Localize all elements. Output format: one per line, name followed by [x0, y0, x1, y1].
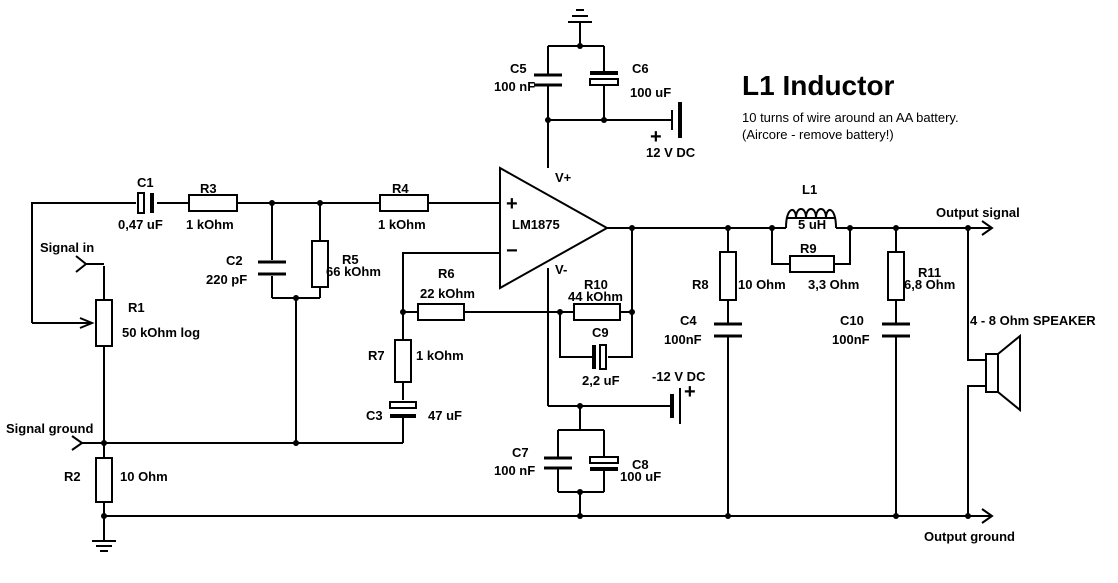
resistor-r7 [394, 339, 412, 383]
label-r1: R1 [128, 300, 145, 315]
label-l1: L1 [802, 182, 817, 197]
label-r9: R9 [800, 241, 817, 256]
label-neg12v: -12 V DC [652, 369, 706, 384]
capacitor-c1 [137, 192, 154, 214]
label-c2: C2 [226, 253, 243, 268]
label-r7: R7 [368, 348, 385, 363]
capacitor-c9 [592, 344, 607, 370]
speaker-icon [985, 333, 1021, 413]
capacitor-c5 [534, 73, 562, 87]
potentiometer-r1 [79, 299, 113, 347]
value-r1: 50 kOhm log [122, 325, 200, 340]
value-r2: 10 Ohm [120, 469, 168, 484]
resistor-r6 [417, 303, 465, 321]
label-r6: R6 [438, 266, 455, 281]
battery-pos-plus: + [650, 126, 662, 148]
battery-negative [670, 388, 681, 424]
value-r9: 3,3 Ohm [808, 277, 859, 292]
capacitor-c2 [258, 260, 286, 276]
value-r3: 1 kOhm [186, 217, 234, 232]
capacitor-c10 [882, 322, 910, 338]
capacitor-c4 [714, 322, 742, 338]
capacitor-c6 [589, 71, 619, 86]
label-r11: R11 [918, 265, 941, 280]
label-output-ground: Output ground [924, 529, 1015, 544]
value-c6: 100 uF [630, 85, 671, 100]
value-r7: 1 kOhm [416, 348, 464, 363]
label-12v: 12 V DC [646, 145, 696, 160]
ground-symbol-left [92, 540, 116, 552]
value-c4: 100nF [664, 332, 702, 347]
capacitor-c3 [389, 401, 417, 418]
value-c8: 100 uF [620, 469, 661, 484]
resistor-r4 [379, 194, 429, 212]
value-c5: 100 nF [494, 79, 535, 94]
resistor-r9 [789, 255, 835, 273]
note-line-2: (Aircore - remove battery!) [742, 127, 894, 142]
wires [31, 22, 990, 540]
label-r8: R8 [692, 277, 709, 292]
label-c3: C3 [366, 408, 383, 423]
value-c1: 0,47 uF [118, 217, 163, 232]
value-r4: 1 kOhm [378, 217, 426, 232]
label-signal-ground: Signal ground [6, 421, 93, 436]
signal-in-arrow [75, 255, 88, 273]
label-c7: C7 [512, 445, 529, 460]
label-r4: R4 [392, 181, 409, 196]
label-r10: R10 [584, 277, 608, 292]
resistor-r8 [719, 251, 737, 301]
label-c9: C9 [592, 325, 609, 340]
resistor-r10 [573, 303, 621, 321]
value-c10: 100nF [832, 332, 870, 347]
title: L1 Inductor [742, 70, 895, 101]
label-r5: R5 [342, 252, 359, 267]
label-c1: C1 [137, 175, 154, 190]
battery-neg-plus: + [684, 381, 696, 403]
label-output-signal: Output signal [936, 205, 1020, 220]
inductor-l1 [785, 208, 837, 229]
value-c2: 220 pF [206, 272, 247, 287]
opamp-name: LM1875 [512, 217, 560, 232]
note-line-1: 10 turns of wire around an AA battery. [742, 110, 959, 125]
value-r8: 10 Ohm [738, 277, 786, 292]
output-signal-arrow [981, 220, 994, 236]
label-speaker: 4 - 8 Ohm SPEAKER [970, 313, 1096, 328]
resistor-r5 [311, 240, 329, 288]
label-c8: C8 [632, 457, 649, 472]
junctions [101, 43, 971, 519]
label-c6: C6 [632, 61, 649, 76]
value-c9: 2,2 uF [582, 373, 620, 388]
ground-symbol-top [568, 9, 592, 23]
value-r5: 66 kOhm [326, 264, 381, 279]
value-c7: 100 nF [494, 463, 535, 478]
label-r3: R3 [200, 181, 217, 196]
value-r10: 44 kOhm [568, 289, 623, 304]
opamp-lm1875 [499, 166, 610, 290]
opamp-vminus: V- [555, 262, 567, 277]
resistor-r2 [95, 457, 113, 503]
capacitor-c7 [544, 456, 572, 470]
value-r6: 22 kOhm [420, 286, 475, 301]
label-signal-in: Signal in [40, 240, 94, 255]
value-c3: 47 uF [428, 408, 462, 423]
label-c5: C5 [510, 61, 527, 76]
value-r11: 6,8 Ohm [904, 277, 955, 292]
capacitor-c8 [589, 456, 619, 471]
label-c10: C10 [840, 313, 864, 328]
label-c4: C4 [680, 313, 697, 328]
resistor-r3 [188, 194, 238, 212]
battery-positive [671, 102, 682, 138]
output-ground-arrow [981, 508, 994, 524]
opamp-minus: − [506, 240, 518, 262]
label-r2: R2 [64, 469, 81, 484]
resistor-r11 [887, 251, 905, 301]
value-l1: 5 uH [798, 217, 826, 232]
signal-ground-arrow [71, 435, 84, 451]
opamp-vplus: V+ [555, 170, 572, 185]
opamp-plus: + [506, 193, 518, 215]
